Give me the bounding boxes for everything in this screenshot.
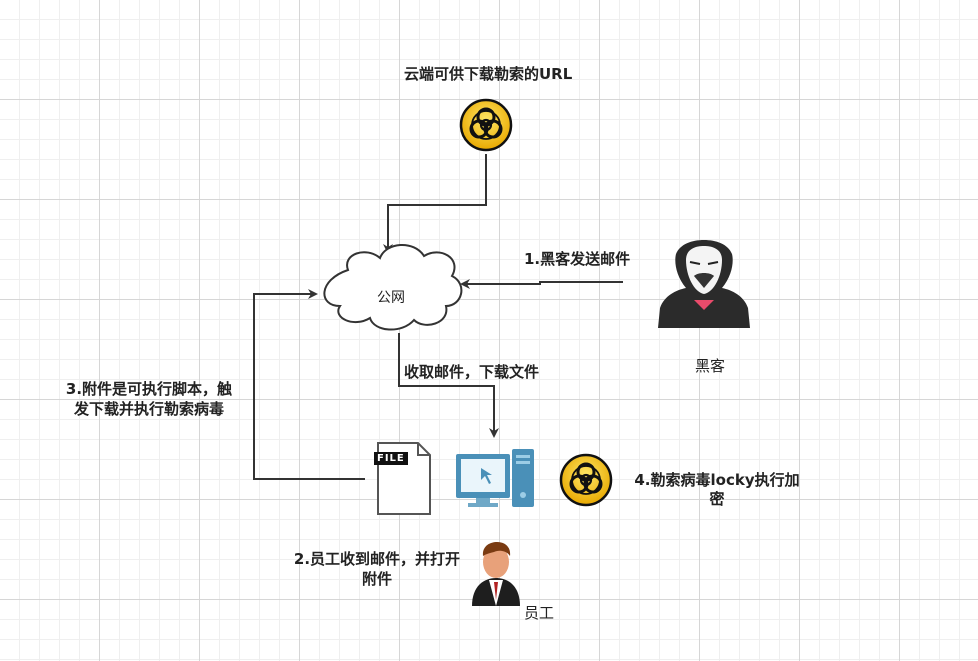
step2-line1: 2.员工收到邮件，并打开 <box>293 550 461 568</box>
step3-line2: 发下载并执行勒索病毒 <box>73 400 224 418</box>
internet-cloud <box>323 243 463 331</box>
biohazard-icon <box>559 453 613 507</box>
receive-label: 收取邮件，下载文件 <box>404 363 540 381</box>
step3-line1: 3.附件是可执行脚本，触 <box>65 380 233 398</box>
connector-file-to-internet <box>253 289 365 480</box>
step1-label: 1.黑客发送邮件 <box>524 250 631 268</box>
employee-label: 员工 <box>524 604 555 622</box>
file-icon <box>374 442 431 515</box>
cloud-url-label: 云端可供下载勒索的URL <box>404 65 573 83</box>
anonymous-hacker-icon <box>658 240 750 328</box>
connector-internet-to-computer <box>398 333 499 438</box>
step2-line2: 附件 <box>361 570 392 588</box>
step2-label: 2.员工收到邮件，并打开 附件 <box>288 549 466 589</box>
computer-icon <box>456 449 534 507</box>
step4-label: 4.勒索病毒locky执行加 密 <box>631 471 803 509</box>
step3-label: 3.附件是可执行脚本，触 发下载并执行勒索病毒 <box>59 379 239 419</box>
businessman-icon <box>472 542 520 606</box>
internet-label: 公网 <box>377 290 405 306</box>
hacker-label: 黑客 <box>695 357 726 375</box>
connector-hacker-to-internet <box>460 279 623 289</box>
file-tag: FILE <box>377 453 405 464</box>
step4-line2: 密 <box>709 490 725 508</box>
connector-url-to-internet <box>383 154 487 254</box>
biohazard-icon <box>459 98 513 152</box>
step4-line1: 4.勒索病毒locky执行加 <box>634 471 800 489</box>
